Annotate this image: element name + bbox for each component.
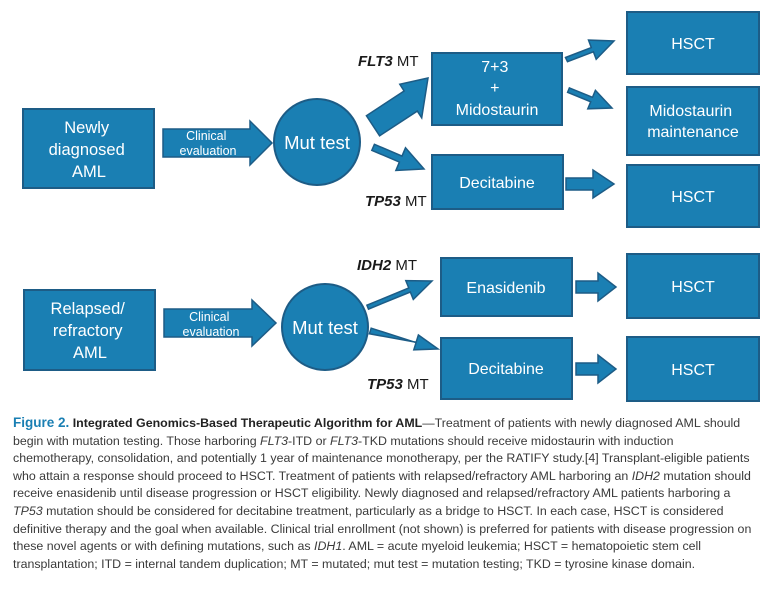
bottom-clinical-label: Clinical evaluation bbox=[183, 310, 240, 339]
bottom-arrow-to-enasidenib bbox=[365, 279, 434, 311]
bottom-start-label: Relapsed/ refractory AML bbox=[51, 300, 130, 362]
bottom-decitabine-label: Decitabine bbox=[468, 361, 544, 378]
caption-text-2: -ITD or bbox=[288, 433, 331, 448]
bottom-hsct-box-1 bbox=[626, 253, 760, 319]
top-arrow-to-decitabine bbox=[370, 143, 426, 172]
top-arrow-to-hsct bbox=[564, 39, 616, 63]
top-tp53-mt-label: TP53 MT bbox=[365, 193, 427, 210]
top-hsct-label-1: HSCT bbox=[671, 36, 715, 53]
bottom-tp53-mt-label: TP53 MT bbox=[367, 376, 429, 393]
bottom-flow: Relapsed/ refractory AML Clinical evalua… bbox=[23, 253, 760, 402]
bottom-enasidenib-box bbox=[440, 257, 573, 317]
top-midostaurin-maint-box bbox=[626, 86, 760, 156]
top-decitabine-label: Decitabine bbox=[459, 175, 535, 192]
top-flow: Newly diagnosed AML Clinical evaluation … bbox=[22, 11, 760, 228]
flow-diagram: .box { fill: #1a7fb3; stroke: #1d5c86; s… bbox=[22, 11, 760, 402]
caption-text-5: mutation should be considered for decita… bbox=[13, 503, 752, 554]
figure-caption: Figure 2. Integrated Genomics-Based Ther… bbox=[13, 414, 757, 573]
caption-gene-flt3-2: FLT3 bbox=[330, 433, 359, 448]
top-arrow-to-7plus3 bbox=[365, 77, 429, 137]
bottom-clinical-arrow bbox=[163, 298, 278, 348]
figure-title: Integrated Genomics-Based Therapeutic Al… bbox=[72, 416, 423, 430]
bottom-idh2-mt-label: IDH2 MT bbox=[357, 257, 417, 274]
bottom-decitabine-box bbox=[440, 337, 573, 400]
top-clinical-label: Clinical evaluation bbox=[180, 129, 237, 158]
caption-text-4: mutation should receive enasidenib until… bbox=[13, 468, 751, 501]
caption-gene-idh1: IDH1 bbox=[314, 539, 343, 554]
top-hsct-box-2 bbox=[626, 164, 760, 228]
bottom-mut-test-label: Mut test bbox=[292, 317, 358, 338]
caption-text-6: . AML = acute myeloid leukemia; HSCT = h… bbox=[13, 539, 702, 571]
top-hsct-box-1 bbox=[626, 11, 760, 75]
bottom-hsct-label-1: HSCT bbox=[671, 279, 715, 296]
bottom-mut-test-node bbox=[281, 283, 369, 371]
top-decitabine-box bbox=[431, 154, 564, 210]
top-mut-test-label: Mut test bbox=[284, 132, 350, 153]
bottom-hsct-box-2 bbox=[626, 336, 760, 402]
figure-label: Figure 2. bbox=[13, 415, 70, 430]
top-7plus3-box bbox=[431, 52, 563, 126]
caption-text-1: —Treatment of patients with newly diagno… bbox=[13, 416, 741, 448]
top-7plus3-label: 7+3 + Midostaurin bbox=[456, 59, 539, 119]
bottom-arrow-to-decitabine bbox=[368, 327, 441, 351]
top-arrow-to-midostaurin-maint bbox=[566, 86, 614, 110]
caption-gene-idh2: IDH2 bbox=[631, 468, 660, 483]
top-hsct-label-2: HSCT bbox=[671, 189, 715, 206]
bottom-enasidenib-label: Enasidenib bbox=[466, 280, 545, 297]
top-flt3-mt-label: FLT3 MT bbox=[358, 53, 419, 70]
top-start-box bbox=[22, 108, 155, 189]
top-arrow-to-hsct-2 bbox=[565, 168, 616, 200]
top-mut-test-node bbox=[273, 98, 361, 186]
caption-text-3: -TKD mutations should receive midostauri… bbox=[13, 433, 750, 483]
caption-gene-tp53: TP53 bbox=[13, 503, 43, 518]
top-clinical-arrow bbox=[162, 119, 274, 167]
bottom-arrow-to-hsct-1 bbox=[575, 271, 618, 303]
bottom-start-box bbox=[23, 289, 156, 371]
bottom-hsct-label-2: HSCT bbox=[671, 362, 715, 379]
bottom-arrow-to-hsct-2 bbox=[575, 353, 618, 385]
top-start-label: Newly diagnosed AML bbox=[49, 119, 130, 181]
top-midostaurin-maint-label: Midostaurin maintenance bbox=[647, 103, 739, 141]
caption-gene-flt3-1: FLT3 bbox=[260, 433, 289, 448]
